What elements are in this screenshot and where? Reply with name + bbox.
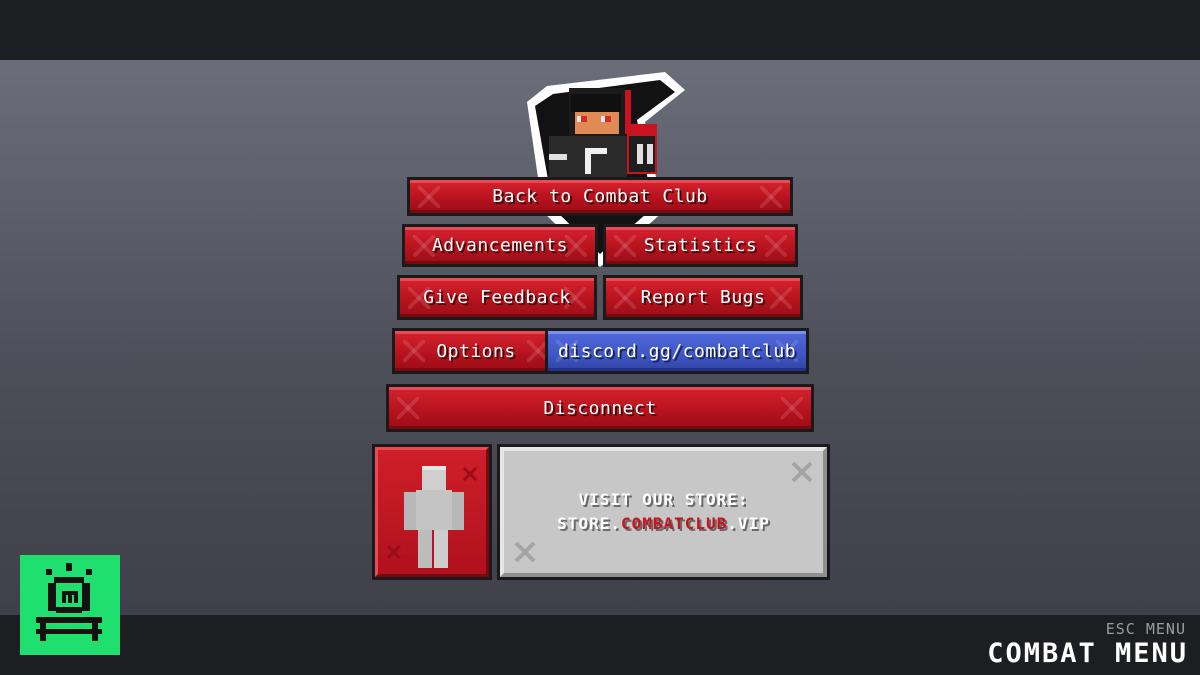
esc-menu-label: ESC MENU: [1105, 620, 1186, 638]
top-bar: [0, 0, 1200, 60]
options-button[interactable]: Options: [392, 328, 560, 374]
store-url-prefix: STORE.: [557, 514, 621, 533]
report-bugs-label: Report Bugs: [640, 287, 766, 308]
discord-link-button[interactable]: discord.gg/combatclub: [545, 328, 809, 374]
back-to-combat-club-label: Back to Combat Club: [492, 186, 708, 207]
cross-mark-icon: [791, 461, 813, 483]
skin-button[interactable]: [372, 444, 492, 580]
menu-title: COMBAT MENU: [987, 638, 1188, 669]
store-url-accent: COMBATCLUB: [620, 514, 728, 533]
store-url-suffix: .VIP: [727, 514, 770, 533]
store-panel[interactable]: VISIT OUR STORE: STORE.COMBATCLUB.VIP: [497, 444, 830, 580]
disconnect-label: Disconnect: [543, 397, 657, 419]
disconnect-button[interactable]: Disconnect: [386, 384, 814, 432]
options-label: Options: [436, 340, 516, 362]
statistics-button[interactable]: Statistics: [603, 224, 798, 267]
discord-link-label: discord.gg/combatclub: [557, 340, 797, 362]
player-skin-icon: [386, 466, 478, 568]
report-bugs-button[interactable]: Report Bugs: [603, 275, 803, 320]
alarm-light-logo-icon: [20, 555, 120, 655]
advancements-label: Advancements: [431, 235, 569, 256]
statistics-label: Statistics: [643, 235, 758, 256]
store-heading: VISIT OUR STORE:: [578, 490, 749, 509]
back-to-combat-club-button[interactable]: Back to Combat Club: [407, 177, 793, 216]
advancements-button[interactable]: Advancements: [402, 224, 598, 267]
cross-mark-icon: [514, 541, 536, 563]
bottom-bar: [0, 615, 1200, 675]
give-feedback-button[interactable]: Give Feedback: [397, 275, 597, 320]
give-feedback-label: Give Feedback: [423, 287, 571, 308]
store-url: STORE.COMBATCLUB.VIP: [557, 512, 770, 536]
